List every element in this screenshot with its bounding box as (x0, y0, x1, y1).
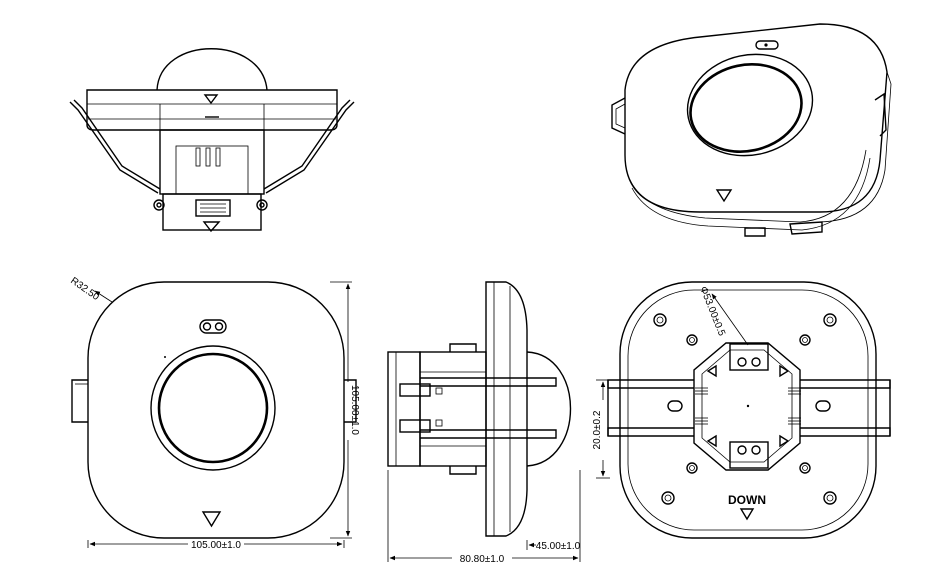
side-view-top-left (69, 48, 355, 233)
depth-dim: 80.80±1.0 (460, 554, 505, 565)
clip-profile-bottom (420, 429, 557, 439)
lens-dome (156, 48, 268, 91)
clip-right-front (344, 379, 357, 423)
side-terminal-hatching (695, 387, 801, 425)
radius-dim: R32.50 (68, 275, 101, 303)
down-triangle-front (201, 511, 222, 528)
lens-rim-iso (686, 53, 814, 157)
front-view: R32.50 105.00±1.0 105.00±1.0 (68, 275, 360, 551)
mount-height-dim: 20.0±0.2 (592, 410, 603, 449)
clip-profile-top (420, 377, 557, 387)
spring-clip-left (69, 101, 159, 194)
housing-front (87, 281, 345, 539)
terminal-profile (387, 351, 421, 467)
screw-holes (653, 313, 837, 505)
lens-rim-front (150, 345, 276, 471)
lens-height-dim: 45.00±1.0 (536, 541, 581, 552)
spring-clip-right (265, 101, 355, 194)
led-indicator-front (199, 319, 227, 334)
lens-dome-profile (526, 351, 572, 467)
down-label: DOWN (728, 493, 766, 507)
lens-iso (689, 63, 803, 153)
height-dim: 105.00±1.0 (349, 385, 360, 435)
down-triangle-back (739, 508, 755, 521)
clip-right-iso (874, 92, 887, 137)
front-plate-profile (485, 281, 528, 537)
terminal-bottom (729, 441, 769, 469)
clip-left-iso (611, 97, 626, 135)
lens-front (157, 352, 269, 464)
width-dim: 105.00±1.0 (191, 540, 241, 551)
led-indicator-iso (755, 40, 779, 50)
clip-left-front (71, 379, 88, 423)
body-outline (86, 89, 338, 131)
body-profile (419, 351, 487, 467)
back-view: DOWN Φ53.00±0.5 20.0±0.2 (592, 281, 891, 539)
terminal-top (729, 343, 769, 371)
triangle-mark (203, 94, 219, 105)
isometric-view (611, 23, 892, 237)
side-profile: 80.80±1.0 45.00±1.0 (387, 281, 581, 565)
housing-top-face (624, 23, 888, 213)
lens-diameter-dim: Φ53.00±0.5 (697, 285, 727, 338)
housing-back (619, 281, 877, 539)
